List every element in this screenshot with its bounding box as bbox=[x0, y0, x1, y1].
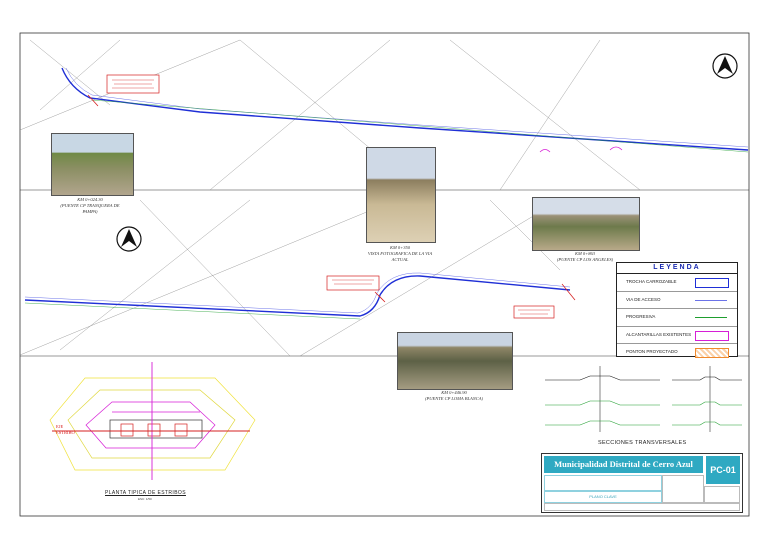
estribo-plan-title: PLANTA TIPICA DE ESTRIBOS bbox=[105, 490, 186, 496]
grid-lines bbox=[19, 189, 561, 357]
municipality-name: Municipalidad Distrital de Cerro Azul bbox=[544, 456, 703, 473]
cross-sections bbox=[545, 366, 742, 432]
estribo-plan bbox=[49, 362, 256, 480]
legend-item: VIA DE ACCESO bbox=[617, 292, 737, 309]
trocha-symbol bbox=[695, 278, 729, 288]
legend-title: LEYENDA bbox=[617, 263, 737, 274]
annotation-box bbox=[513, 305, 555, 319]
legend-item: ALCANTARILLAS EXISTENTES bbox=[617, 327, 737, 344]
sheet-border bbox=[19, 32, 750, 517]
via-acceso-symbol bbox=[695, 299, 727, 301]
alcantarilla-symbol bbox=[609, 146, 623, 151]
road-lower-offset bbox=[24, 272, 571, 314]
road-upper-offset bbox=[65, 67, 749, 148]
progresiva-upper bbox=[91, 99, 749, 153]
photo-caption: KM 0+446.90 (PUENTE CP LOMA BLANCA) bbox=[425, 390, 483, 401]
progresiva-symbol bbox=[695, 317, 727, 318]
photo-via-actual bbox=[366, 147, 436, 243]
legend-item-label: ALCANTARILLAS EXISTENTES bbox=[626, 331, 692, 337]
title-block: Municipalidad Distrital de Cerro Azul PC… bbox=[541, 453, 743, 513]
north-arrow-icon bbox=[116, 226, 142, 252]
photo-puente-tranquera bbox=[51, 133, 134, 196]
legend-item-label: PROGRESIVA bbox=[626, 314, 656, 319]
alcantarilla-symbol bbox=[539, 149, 551, 153]
legend-item-label: TROCHA CARROZABLE bbox=[626, 279, 677, 284]
estribo-plan-scale: ESC: 1/50 bbox=[138, 497, 152, 501]
sheet-code: PC-01 bbox=[706, 456, 740, 484]
title-block-cell bbox=[662, 475, 704, 503]
photo-puente-loma-blanca bbox=[397, 332, 513, 390]
alcantarilla-symbol bbox=[695, 330, 729, 341]
title-block-cell bbox=[544, 503, 740, 511]
project-description bbox=[544, 475, 662, 491]
road-upper bbox=[61, 67, 749, 151]
legend-item: PONTON PROYECTADO bbox=[617, 344, 737, 361]
photo-puente-los-angeles bbox=[532, 197, 640, 251]
photo-caption: KM 0+024.30 (PUENTE CP TRANQUERA DE PAMP… bbox=[60, 197, 120, 214]
photo-caption: KM 0+350 VISTA FOTOGRAFICA DE LA VIA ACT… bbox=[367, 245, 433, 262]
plano-name: PLANO CLAVE bbox=[544, 491, 662, 503]
legend-item: TROCHA CARROZABLE bbox=[617, 274, 737, 292]
legend-item-label: PONTON PROYECTADO bbox=[626, 349, 678, 354]
legend-item: PROGRESIVA bbox=[617, 309, 737, 327]
legend-item-label: VIA DE ACCESO bbox=[626, 296, 661, 302]
cross-sections-title: SECCIONES TRANSVERSALES bbox=[598, 440, 687, 446]
progresiva-lower bbox=[24, 302, 361, 320]
road-lower bbox=[24, 275, 571, 317]
estribo-label: EJE ESTRIBO bbox=[56, 424, 75, 435]
photo-caption: KM 0+863 (PUENTE CP LOS ANGELES) bbox=[556, 251, 614, 262]
north-arrow-icon bbox=[712, 53, 738, 79]
legend: LEYENDA TROCHA CARROZABLE VIA DE ACCESO … bbox=[616, 262, 738, 358]
ponton-marker bbox=[87, 94, 576, 303]
title-block-cell bbox=[704, 486, 740, 503]
ponton-symbol bbox=[695, 348, 729, 358]
annotation-box bbox=[326, 275, 380, 291]
